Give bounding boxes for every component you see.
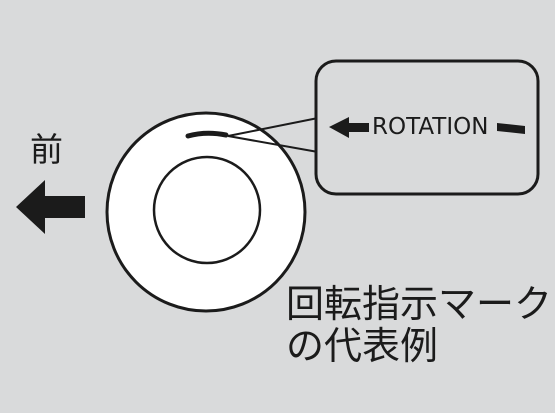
caption: 回転指示マーク の代表例 (286, 283, 552, 367)
rotation-label: ROTATION (372, 114, 489, 140)
front-label: 前 (30, 130, 63, 169)
dash-icon (497, 123, 525, 134)
arrow-left-icon (329, 117, 369, 138)
callout-box (314, 59, 540, 196)
arrow-left-icon (16, 180, 85, 234)
callout-leader-upper (227, 117, 319, 137)
caption-line-2: の代表例 (286, 324, 439, 368)
rotation-mark (185, 130, 229, 139)
caption-line-1: 回転指示マーク (286, 282, 553, 326)
callout-leader-lower (227, 135, 319, 153)
tire-inner-circle (152, 155, 262, 265)
